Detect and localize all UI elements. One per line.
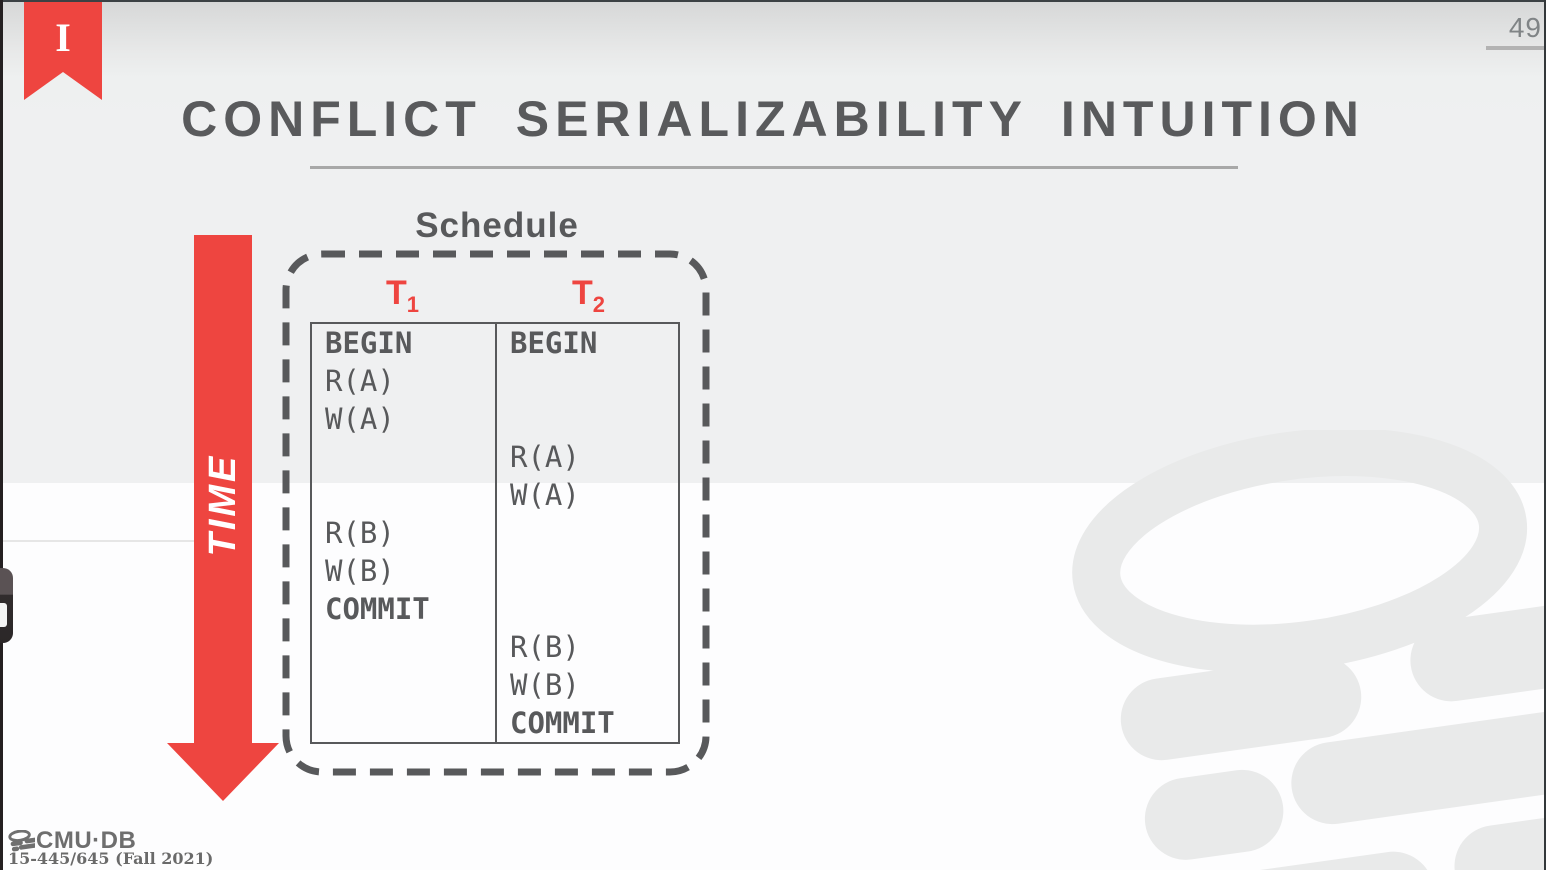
schedule-cell: W(A)	[510, 478, 580, 512]
window-top-border	[0, 0, 1546, 2]
slide-title: CONFLICT SERIALIZABILITY INTUITION	[181, 91, 1365, 147]
transaction-1-column: BEGIN R(A) W(A) R(B) W(B) COMMIT	[312, 324, 495, 742]
transaction-2-subscript: 2	[592, 292, 606, 317]
schedule-cell: W(A)	[325, 402, 395, 436]
title-underline	[310, 166, 1238, 169]
transaction-2-label: T	[571, 274, 593, 312]
schedule-dashed-border	[282, 250, 710, 776]
schedule-cell	[312, 666, 495, 704]
schedule-cell	[497, 514, 678, 552]
window-right-border	[1544, 0, 1546, 870]
page-number: 49	[1508, 12, 1542, 43]
schedule-cell: BEGIN	[325, 326, 413, 360]
cmu-db-logo-text: CMU·DB	[36, 827, 137, 854]
database-logo-icon	[8, 830, 35, 852]
schedule-cell	[312, 704, 495, 742]
window-left-border	[0, 0, 3, 870]
time-axis-label: TIME	[202, 453, 244, 557]
schedule-cell: W(B)	[325, 554, 395, 588]
schedule-cell	[497, 362, 678, 400]
bookmark-glyph: I	[55, 15, 71, 60]
transaction-1-subscript: 1	[406, 292, 420, 317]
schedule-cell: R(B)	[510, 630, 580, 664]
schedule-cell: R(A)	[510, 440, 580, 474]
transaction-1-header: T1	[310, 274, 495, 318]
video-overlay-fragment[interactable]	[0, 568, 13, 643]
background-seam-line	[0, 540, 194, 542]
database-watermark-icon	[1072, 430, 1546, 870]
schedule-cell: R(A)	[325, 364, 395, 398]
schedule-cell: W(B)	[510, 668, 580, 702]
schedule-cell: R(B)	[325, 516, 395, 550]
transaction-1-label: T	[385, 274, 407, 312]
schedule-cell	[497, 400, 678, 438]
schedule-cell	[312, 476, 495, 514]
schedule-cell: BEGIN	[510, 326, 598, 360]
slide-upper-background	[0, 0, 1546, 483]
schedule-cell	[312, 628, 495, 666]
schedule-cell: COMMIT	[325, 592, 430, 626]
transaction-2-header: T2	[497, 274, 680, 318]
video-overlay-detail	[0, 603, 7, 627]
schedule-table: BEGIN R(A) W(A) R(B) W(B) COMMIT BEGIN R(A) W(A…	[310, 322, 680, 744]
time-arrow-shaft	[194, 235, 252, 743]
course-label: 15-445/645 (Fall 2021)	[8, 849, 214, 868]
transaction-2-column: BEGIN R(A) W(A) R(B) W(B) COMMIT	[495, 324, 678, 742]
schedule-heading: Schedule	[415, 206, 579, 245]
schedule-cell	[497, 552, 678, 590]
schedule-cell: COMMIT	[510, 706, 615, 740]
schedule-cell	[497, 590, 678, 628]
time-arrow-head-icon	[167, 743, 279, 801]
page-number-underline	[1486, 46, 1544, 50]
schedule-cell	[312, 438, 495, 476]
